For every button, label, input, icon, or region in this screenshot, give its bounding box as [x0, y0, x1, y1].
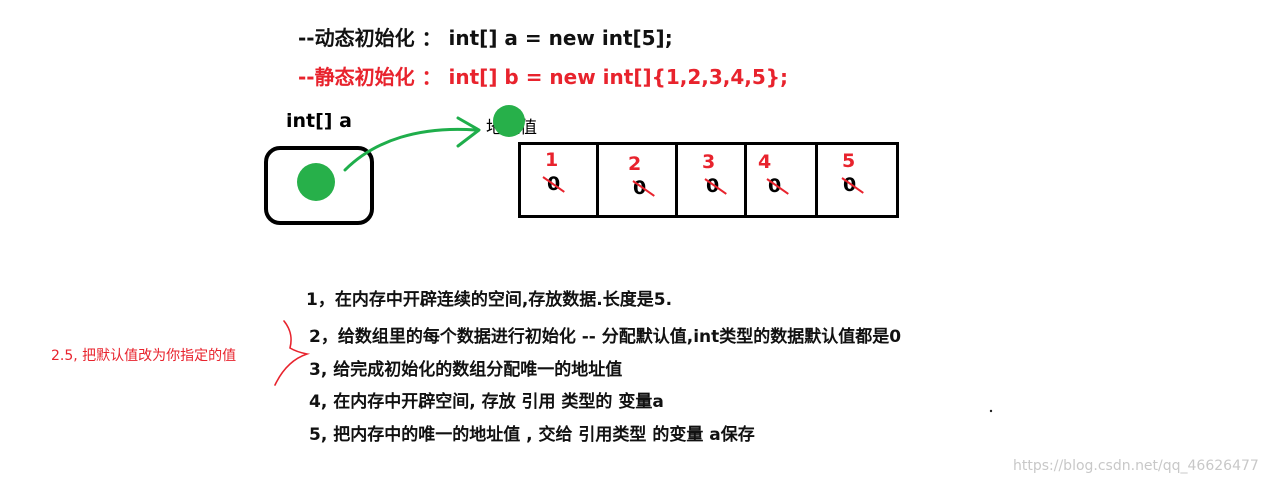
step-5: 5, 把内存中的唯一的地址值 , 交给 引用类型 的变量 a保存 [309, 425, 755, 445]
reference-dot [297, 163, 335, 201]
array-cell: 5 0 [818, 145, 896, 215]
stray-dot [989, 409, 993, 413]
cell-index: 2 [628, 153, 642, 175]
variable-label: int[] a [286, 110, 352, 132]
watermark: https://blog.csdn.net/qq_46626477 [1013, 458, 1259, 474]
step-2: 2，给数组里的每个数据进行初始化 -- 分配默认值,int类型的数据默认值都是0 [309, 327, 902, 347]
cell-index: 4 [758, 151, 772, 173]
array-cell: 2 0 [599, 145, 678, 215]
dynamic-init-line: --动态初始化 ： int[] a = new int[5]; [298, 26, 673, 50]
cell-index: 3 [702, 151, 716, 173]
reference-box [264, 146, 374, 225]
array-cell: 3 0 [678, 145, 747, 215]
step-1: 1，在内存中开辟连续的空间,存放数据.长度是5. [306, 290, 673, 310]
array-memory-block: 1 0 2 0 3 0 4 0 5 0 [518, 142, 899, 218]
step-4: 4, 在内存中开辟空间, 存放 引用 类型的 变量a [309, 392, 664, 412]
array-cell: 1 0 [521, 145, 599, 215]
pointer-arrow [343, 127, 478, 172]
static-init-line: --静态初始化 ： int[] b = new int[]{1,2,3,4,5}… [298, 65, 789, 89]
step-3: 3, 给完成初始化的数组分配唯一的地址值 [309, 360, 623, 380]
address-dot [493, 105, 525, 137]
arrow-head-icon [456, 116, 481, 148]
cell-index: 1 [545, 149, 559, 171]
brace-mark [274, 320, 311, 386]
cell-index: 5 [842, 150, 856, 172]
side-note: 2.5, 把默认值改为你指定的值 [51, 348, 237, 364]
array-cell: 4 0 [747, 145, 818, 215]
